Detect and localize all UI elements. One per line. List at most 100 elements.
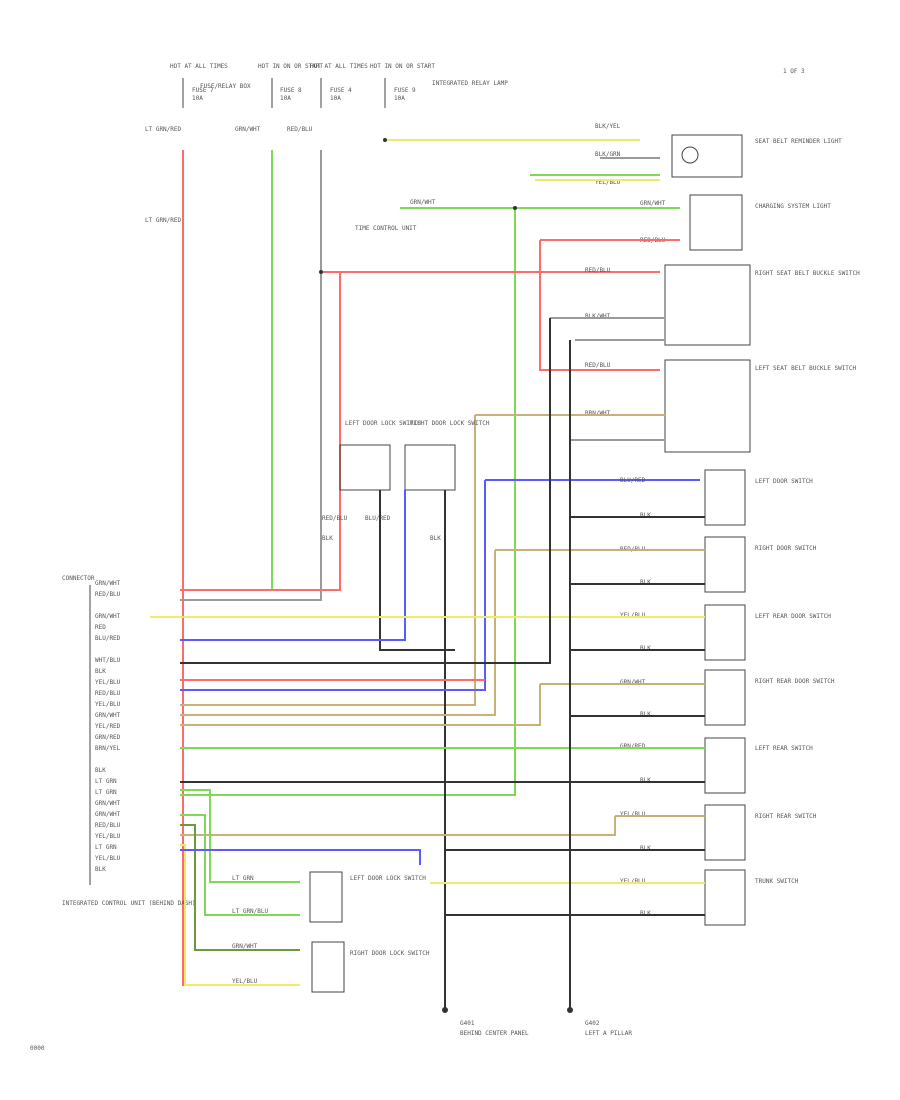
svg-text:BRN/WHT: BRN/WHT bbox=[585, 410, 611, 417]
bottom-switch-right: RIGHT DOOR LOCK SWITCH GRN/WHT YEL/BLU bbox=[232, 941, 430, 993]
connector-pin-label: WHT/BLU bbox=[95, 657, 121, 664]
svg-text:RIGHT DOOR SWITCH: RIGHT DOOR SWITCH bbox=[755, 545, 817, 552]
connector-pin-label: GRN/WHT bbox=[95, 580, 121, 587]
ground-1-name: G401 bbox=[460, 1020, 475, 1027]
svg-text:RIGHT DOOR LOCK SWITCH: RIGHT DOOR LOCK SWITCH bbox=[410, 420, 490, 427]
svg-text:YEL/BLU: YEL/BLU bbox=[620, 811, 646, 818]
page-code: 0000 bbox=[30, 1045, 45, 1052]
svg-text:FUSE 7: FUSE 7 bbox=[192, 87, 214, 94]
corner-label: 1 OF 3 bbox=[783, 68, 805, 75]
connector-pin-label: RED bbox=[95, 624, 106, 631]
connector-pin-label: BRN/YEL bbox=[95, 745, 121, 752]
wire-label-ltgrnred-2: LT GRN/RED bbox=[145, 217, 182, 224]
connector-pin-label: YEL/BLU bbox=[95, 833, 121, 840]
svg-text:10A: 10A bbox=[330, 95, 341, 102]
svg-text:RIGHT DOOR LOCK SWITCH: RIGHT DOOR LOCK SWITCH bbox=[350, 950, 430, 957]
svg-text:LT GRN: LT GRN bbox=[232, 875, 254, 882]
svg-text:BLK: BLK bbox=[640, 711, 651, 718]
svg-text:CONNECTOR: CONNECTOR bbox=[62, 575, 95, 582]
connector-pin-label: BLU/RED bbox=[95, 635, 121, 642]
middle-switch-left: LEFT DOOR LOCK SWITCH RED/BLU BLK bbox=[322, 420, 421, 542]
connector-pin-label: GRN/WHT bbox=[95, 800, 121, 807]
right-buckle-switch: RIGHT SEAT BELT BUCKLE SWITCH RED/BLU BL… bbox=[585, 264, 860, 346]
trunk-switch: TRUNK SWITCH YEL/BLU BLK bbox=[620, 869, 799, 926]
svg-text:BLK: BLK bbox=[640, 645, 651, 652]
left-rear-switch: LEFT REAR SWITCH GRN/RED BLK bbox=[620, 737, 813, 794]
svg-text:CHARGING SYSTEM LIGHT: CHARGING SYSTEM LIGHT bbox=[755, 203, 831, 210]
left-rear-door-switch: LEFT REAR DOOR SWITCH YEL/BLU BLK bbox=[620, 604, 831, 661]
svg-text:10A: 10A bbox=[394, 95, 405, 102]
wire-label-grnwht: GRN/WHT bbox=[235, 126, 261, 133]
connector-pin-label: GRN/WHT bbox=[95, 811, 121, 818]
svg-text:HOT IN ON OR START: HOT IN ON OR START bbox=[370, 63, 435, 70]
svg-text:YEL/BLU: YEL/BLU bbox=[620, 878, 646, 885]
svg-text:FUSE 8: FUSE 8 bbox=[280, 87, 302, 94]
bottom-switch-left: LEFT DOOR LOCK SWITCH LT GRN LT GRN/BLU bbox=[232, 871, 426, 923]
svg-text:LT GRN/BLU: LT GRN/BLU bbox=[232, 908, 269, 915]
svg-text:BLK: BLK bbox=[640, 777, 651, 784]
svg-text:GRN/WHT: GRN/WHT bbox=[232, 943, 258, 950]
connector-pin-label: YEL/RED bbox=[95, 723, 121, 730]
connector-pin-label: RED/BLU bbox=[95, 822, 121, 829]
svg-text:RED/BLU: RED/BLU bbox=[585, 362, 611, 369]
svg-text:BLK: BLK bbox=[322, 535, 333, 542]
svg-text:10A: 10A bbox=[192, 95, 203, 102]
svg-text:LEFT REAR DOOR SWITCH: LEFT REAR DOOR SWITCH bbox=[755, 613, 831, 620]
left-connector: CONNECTOR INTEGRATED CONTROL UNIT (BEHIN… bbox=[62, 575, 196, 907]
svg-text:BLK: BLK bbox=[640, 579, 651, 586]
ground-2-desc: LEFT A PILLAR bbox=[585, 1030, 632, 1037]
connector-pin-label: YEL/BLU bbox=[95, 679, 121, 686]
svg-text:SEAT BELT REMINDER LIGHT: SEAT BELT REMINDER LIGHT bbox=[755, 138, 842, 145]
svg-text:RED/BLU: RED/BLU bbox=[322, 515, 348, 522]
svg-text:TRUNK SWITCH: TRUNK SWITCH bbox=[755, 878, 799, 885]
svg-text:BLK/GRN: BLK/GRN bbox=[595, 151, 621, 158]
svg-text:BLK/WHT: BLK/WHT bbox=[585, 313, 611, 320]
connector-pin-label: BLK bbox=[95, 767, 106, 774]
wire-label-ltgrnred: LT GRN/RED bbox=[145, 126, 182, 133]
svg-text:LEFT DOOR LOCK SWITCH: LEFT DOOR LOCK SWITCH bbox=[350, 875, 426, 882]
svg-text:GRN/RED: GRN/RED bbox=[620, 743, 646, 750]
seat-belt-light: SEAT BELT REMINDER LIGHT BLK/YEL BLK/GRN… bbox=[595, 123, 842, 186]
svg-text:RIGHT SEAT BELT BUCKLE SWITCH: RIGHT SEAT BELT BUCKLE SWITCH bbox=[755, 270, 860, 277]
connector-pin-label: LT GRN bbox=[95, 778, 117, 785]
ground-1-desc: BEHIND CENTER PANEL bbox=[460, 1030, 529, 1037]
svg-text:BLU/RED: BLU/RED bbox=[365, 515, 391, 522]
svg-text:BLK: BLK bbox=[430, 535, 441, 542]
middle-switch-right: RIGHT DOOR LOCK SWITCH BLU/RED BLK bbox=[365, 420, 490, 542]
ground-2-name: G402 bbox=[585, 1020, 600, 1027]
wire-label-grnwht-top: GRN/WHT bbox=[410, 199, 436, 206]
svg-text:HOT AT ALL TIMES: HOT AT ALL TIMES bbox=[310, 63, 368, 70]
fuse-panel-label: FUSE/RELAY BOX bbox=[200, 83, 251, 90]
connector-pin-label: YEL/BLU bbox=[95, 855, 121, 862]
connector-pin-label: GRN/WHT bbox=[95, 712, 121, 719]
connector-pin-label: GRN/RED bbox=[95, 734, 121, 741]
connector-pin-label: RED/BLU bbox=[95, 591, 121, 598]
connector-pin-label: LT GRN bbox=[95, 789, 117, 796]
svg-text:GRN/WHT: GRN/WHT bbox=[620, 679, 646, 686]
svg-text:BLU/RED: BLU/RED bbox=[620, 477, 646, 484]
svg-text:10A: 10A bbox=[280, 95, 291, 102]
svg-text:LEFT DOOR SWITCH: LEFT DOOR SWITCH bbox=[755, 478, 813, 485]
right-rear-door-switch: RIGHT REAR DOOR SWITCH GRN/WHT BLK bbox=[620, 669, 835, 726]
svg-text:FUSE 9: FUSE 9 bbox=[394, 87, 416, 94]
connector-pin-label: YEL/BLU bbox=[95, 701, 121, 708]
svg-text:BLK: BLK bbox=[640, 845, 651, 852]
fuse-3: HOT AT ALL TIMES FUSE 4 10A bbox=[310, 63, 368, 108]
svg-text:LEFT DOOR LOCK SWITCH: LEFT DOOR LOCK SWITCH bbox=[345, 420, 421, 427]
svg-text:HOT AT ALL TIMES: HOT AT ALL TIMES bbox=[170, 63, 228, 70]
svg-text:LEFT REAR SWITCH: LEFT REAR SWITCH bbox=[755, 745, 813, 752]
svg-text:INTEGRATED CONTROL UNIT (BEHIN: INTEGRATED CONTROL UNIT (BEHIND DASH) bbox=[62, 900, 196, 907]
fuse-1: HOT AT ALL TIMES FUSE 7 10A bbox=[170, 63, 228, 108]
svg-text:BLK/YEL: BLK/YEL bbox=[595, 123, 621, 130]
fuse-2: HOT IN ON OR START FUSE 8 10A bbox=[258, 63, 323, 108]
svg-text:YEL/BLU: YEL/BLU bbox=[620, 612, 646, 619]
svg-text:RIGHT REAR SWITCH: RIGHT REAR SWITCH bbox=[755, 813, 817, 820]
connector-pin-label: RED/BLU bbox=[95, 690, 121, 697]
fuse-4: HOT IN ON OR START FUSE 9 10A bbox=[370, 63, 435, 108]
lamp-relay-label: INTEGRATED RELAY LAMP bbox=[432, 80, 508, 87]
timer-label: TIME CONTROL UNIT bbox=[355, 225, 417, 232]
svg-text:HOT IN ON OR START: HOT IN ON OR START bbox=[258, 63, 323, 70]
connector-pin-label: BLK bbox=[95, 668, 106, 675]
connector-pin-label: LT GRN bbox=[95, 844, 117, 851]
